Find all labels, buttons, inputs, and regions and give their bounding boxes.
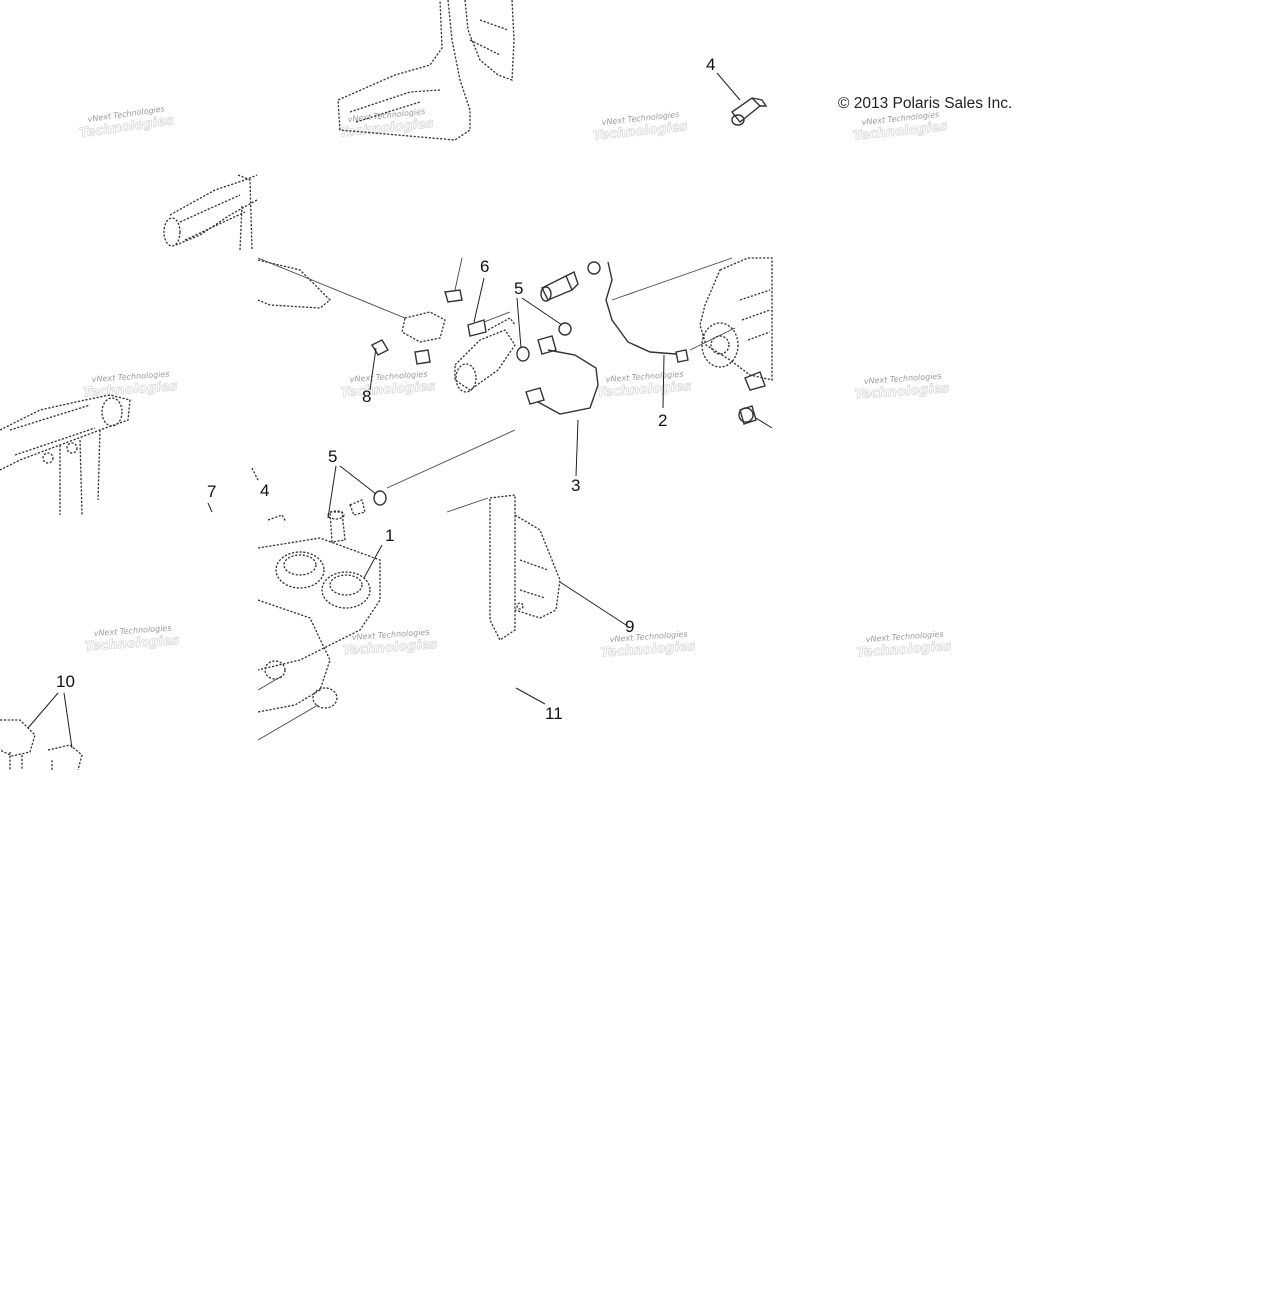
callout-label: 1 (385, 526, 394, 545)
callout-label: 2 (658, 411, 667, 430)
callout-label: 3 (571, 476, 580, 495)
abs-module-drawing (446, 494, 627, 705)
callout-label: 9 (625, 617, 634, 636)
watermark-outline: Technologies (342, 637, 438, 659)
watermark-outline: Technologies (596, 379, 692, 401)
brake-pedal-drawing (337, 0, 515, 141)
watermark: Technologies vNext Technologies (342, 628, 439, 659)
watermark: Technologies vNext Technologies (852, 110, 949, 144)
watermark: Technologies vNext Technologies (82, 370, 179, 401)
watermark: Technologies vNext Technologies (856, 630, 953, 661)
watermark-outline: Technologies (84, 633, 180, 655)
callout-label: 5 (514, 279, 523, 298)
brake-switch-drawing (716, 72, 768, 126)
watermark: Technologies vNext Technologies (854, 372, 951, 403)
watermark: Technologies vNext Technologies (340, 370, 437, 401)
watermark: Technologies vNext Technologies (84, 624, 181, 655)
callout-label: 5 (328, 447, 337, 466)
watermark: Technologies vNext Technologies (592, 110, 689, 144)
callout-label: 4 (260, 481, 269, 500)
callout-label: 11 (545, 704, 563, 723)
master-cylinder-drawing (207, 467, 387, 741)
callout-label: 8 (362, 387, 371, 406)
connectors-drawing (0, 692, 83, 771)
watermark-outline: Technologies (340, 379, 436, 401)
cylinder-side-view-drawing (163, 174, 258, 251)
cylinder-lower-view-drawing (0, 394, 131, 516)
leader-line (63, 692, 73, 749)
watermark: Technologies vNext Technologies (600, 630, 697, 661)
leader-line (27, 692, 59, 729)
callout-label: 4 (706, 55, 715, 74)
copyright-text: © 2013 Polaris Sales Inc. (838, 95, 1012, 112)
watermark-outline: Technologies (854, 381, 950, 403)
callout-label: 6 (480, 257, 489, 276)
watermark-outline: Technologies (856, 639, 952, 661)
abs-lines-drawing (257, 257, 773, 489)
callout-label: 7 (207, 482, 216, 501)
watermark: Technologies vNext Technologies (78, 104, 175, 141)
leader-line (716, 72, 741, 101)
watermark-outline: Technologies (600, 639, 696, 661)
watermark: Technologies vNext Technologies (596, 370, 693, 401)
leader-lines (327, 277, 665, 519)
callout-label: 10 (56, 672, 75, 691)
callout-labels: 4 6 5 8 2 3 5 7 4 1 9 10 11 (56, 55, 715, 723)
